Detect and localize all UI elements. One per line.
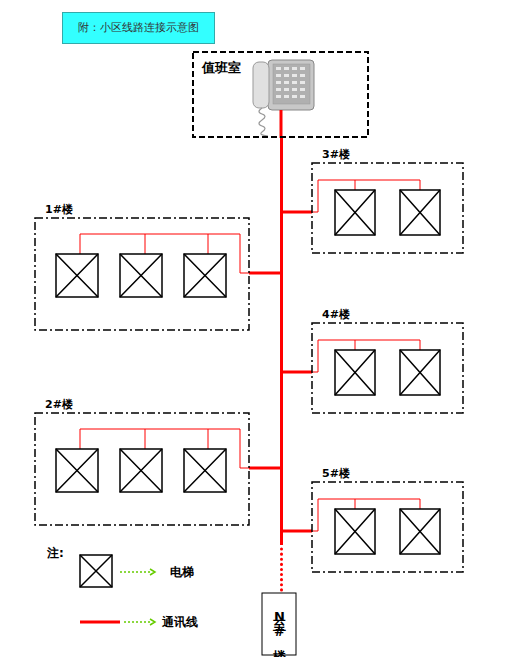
building-label: 4#楼 xyxy=(321,308,351,321)
node-outline-rect xyxy=(193,52,368,137)
node-outline-rect xyxy=(312,482,463,572)
node-outline-rect xyxy=(35,218,249,330)
node-outline-rect xyxy=(35,413,249,525)
communication-line-segment xyxy=(280,137,283,545)
communication-line xyxy=(249,137,282,468)
legend-line-sample xyxy=(80,621,120,624)
building-wiring xyxy=(80,180,420,531)
room-label: 值班室 xyxy=(201,61,242,74)
node-outline xyxy=(35,413,249,525)
building-label: 3#楼 xyxy=(321,148,351,161)
legend-text: 电梯 xyxy=(170,564,194,581)
communication-line-segment xyxy=(282,137,313,531)
node-outline-rect xyxy=(312,323,463,413)
legend-text: 通讯线 xyxy=(162,614,198,631)
communication-line xyxy=(249,137,282,273)
node-outline xyxy=(35,218,249,330)
title-box: 附：小区线路连接示意图 xyxy=(62,12,215,44)
building-label: 至N#楼 xyxy=(262,593,296,655)
legend-elevator-sample xyxy=(80,555,112,587)
building-box: 4#楼 xyxy=(312,323,463,413)
legend-pointer xyxy=(120,569,155,625)
communication-line xyxy=(282,137,313,372)
node-outline-rect xyxy=(262,593,296,655)
building-box: 1#楼 xyxy=(35,218,249,330)
phone-illustration xyxy=(253,60,314,136)
communication-line-segment xyxy=(249,137,282,468)
communication-line-segment xyxy=(282,137,313,212)
communication-line xyxy=(282,137,313,212)
communication-line-segment xyxy=(282,137,313,372)
duty-room-box: 值班室 xyxy=(193,52,368,137)
trunk-line xyxy=(280,110,283,138)
elevator-symbol xyxy=(56,190,440,554)
building-box: 5#楼 xyxy=(312,482,463,572)
note-label: 注: xyxy=(47,545,64,562)
communication-line-dotted xyxy=(280,549,283,593)
node-outline xyxy=(312,323,463,413)
continuation-box: 至N#楼 xyxy=(262,593,296,655)
building-label: 2#楼 xyxy=(44,398,74,411)
communication-line xyxy=(281,137,282,593)
building-label: 5#楼 xyxy=(321,467,351,480)
building-box: 2#楼 xyxy=(35,413,249,525)
node-outline xyxy=(312,163,463,253)
building-box: 3#楼 xyxy=(312,163,463,253)
building-label: 1#楼 xyxy=(44,203,74,216)
node-outline-rect xyxy=(312,163,463,253)
node-outline xyxy=(312,482,463,572)
communication-line xyxy=(282,137,313,531)
communication-line-segment xyxy=(249,137,282,273)
